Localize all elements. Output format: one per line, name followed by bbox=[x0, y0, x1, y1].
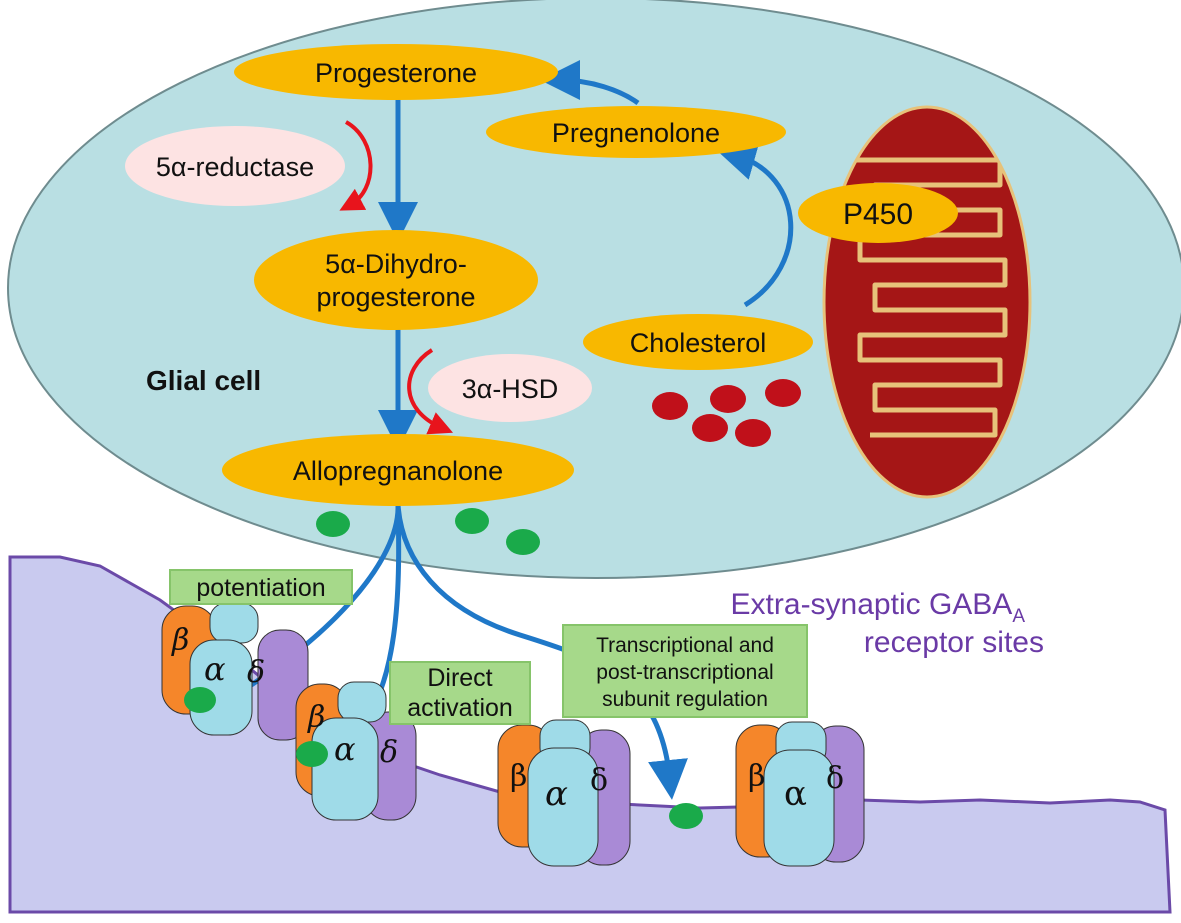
dihydroprogesterone-label-line1: 5α-Dihydro- bbox=[325, 249, 467, 279]
p450-label: P450 bbox=[843, 198, 913, 231]
gaba-receptor-2: β α δ bbox=[295, 681, 417, 821]
pregnenolone-node bbox=[486, 106, 786, 158]
allopregnanolone-label: Allopregnanolone bbox=[293, 456, 503, 486]
beta-subunit-label: β bbox=[748, 759, 765, 794]
hsd-node bbox=[428, 354, 592, 422]
direct-activation-label-line2: activation bbox=[407, 694, 513, 722]
beta-subunit-label: β bbox=[510, 759, 527, 794]
gaba-receptor-4: β α δ bbox=[735, 721, 865, 867]
transcriptional-label-line1: Transcriptional and bbox=[596, 634, 774, 657]
delta-subunit-label: δ bbox=[247, 655, 265, 690]
dihydroprogesterone-label-line2: progesterone bbox=[316, 282, 475, 312]
alpha-subunit-label: α bbox=[334, 730, 356, 768]
beta-subunit-label: β bbox=[171, 623, 189, 658]
cholesterol-droplets bbox=[652, 379, 801, 447]
glial-cell-label: Glial cell bbox=[146, 365, 261, 396]
delta-subunit-label: δ bbox=[590, 763, 608, 798]
pathway-arrows bbox=[378, 60, 794, 450]
delta-subunit-label: δ bbox=[826, 761, 844, 796]
neurosteroid-dot-membrane bbox=[669, 803, 703, 829]
allopregnanolone-node bbox=[222, 434, 574, 506]
transcriptional-label-line2: post-transcriptional bbox=[596, 661, 773, 684]
progesterone-label: Progesterone bbox=[315, 58, 477, 88]
potentiation-box bbox=[169, 569, 353, 605]
receptor-sites-label-line2: receptor sites bbox=[864, 626, 1044, 659]
mitochondrion bbox=[822, 105, 1032, 499]
gaba-receptor-3: β α δ bbox=[497, 719, 631, 867]
enzyme-arrows bbox=[339, 120, 454, 435]
cholesterol-node bbox=[583, 314, 813, 370]
neurosteroid-dots bbox=[316, 508, 540, 555]
reductase-node bbox=[125, 126, 345, 206]
alpha-subunit-label: α bbox=[784, 774, 807, 814]
receptor-sites-label-line1: Extra-synaptic GABAA bbox=[731, 588, 1026, 627]
transcriptional-label-line3: subunit regulation bbox=[602, 688, 768, 711]
hsd-label: 3α-HSD bbox=[462, 374, 559, 404]
alpha-subunit-label: α bbox=[545, 774, 568, 814]
alpha-subunit-label: α bbox=[204, 650, 226, 688]
p450-node bbox=[798, 183, 958, 243]
reductase-label: 5α-reductase bbox=[156, 152, 314, 182]
cholesterol-label: Cholesterol bbox=[630, 328, 767, 358]
direct-activation-box bbox=[389, 661, 531, 725]
pregnenolone-label: Pregnenolone bbox=[552, 118, 720, 148]
delta-subunit-label: δ bbox=[380, 735, 398, 770]
direct-activation-label-line1: Direct bbox=[427, 664, 492, 692]
beta-subunit-label: β bbox=[307, 700, 325, 735]
dihydroprogesterone-node bbox=[254, 230, 538, 330]
progesterone-node bbox=[234, 44, 558, 100]
transcriptional-regulation-box bbox=[562, 624, 808, 718]
potentiation-label: potentiation bbox=[196, 574, 325, 602]
